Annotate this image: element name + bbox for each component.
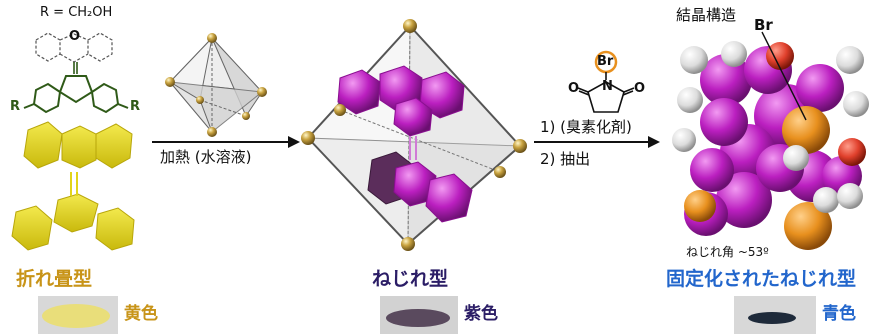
cage-twisted-form: [306, 24, 522, 246]
crystal-structure-model: [672, 31, 869, 250]
twisted-form-title: ねじれ型: [372, 268, 449, 290]
twist-angle-label: ねじれ角 ~53º: [686, 245, 769, 259]
folded-form-structure: [11, 32, 135, 251]
nbs-bromine-label: Br: [597, 54, 614, 69]
cage-vertices: [301, 19, 527, 251]
blue-color-label: 青色: [822, 304, 856, 324]
nbs-oxygen-left: O: [568, 81, 580, 96]
xanthene-oxygen-label: O: [69, 29, 81, 44]
nbs-oxygen-right: O: [634, 81, 646, 96]
folded-hexagon-model: [11, 121, 135, 251]
nbs-nitrogen-label: N: [602, 79, 613, 94]
purple-color-label: 紫色: [464, 304, 498, 324]
substituent-r-right: R: [130, 99, 141, 114]
crystal-structure-label: 結晶構造: [676, 6, 737, 24]
step2-label: 2) 抽出: [540, 150, 591, 168]
yellow-color-label: 黄色: [124, 304, 158, 324]
crystal-bromine-label: Br: [754, 16, 773, 34]
formula-label: R = CH₂OH: [40, 5, 113, 20]
substituent-r-left: R: [10, 99, 21, 114]
fluorene-unit: [32, 75, 120, 114]
folded-form-title: 折れ畳型: [16, 268, 93, 290]
octahedron-small-vertices: [165, 33, 267, 137]
step1-label: 1) (臭素化剤): [540, 118, 632, 136]
sample-powders: [38, 296, 816, 334]
fixed-twisted-form-title: 固定化されたねじれ型: [666, 268, 857, 290]
heating-condition-label: 加熱 (水溶液): [160, 148, 252, 166]
nbs-reagent: [577, 50, 635, 113]
octahedron-small: [168, 36, 264, 133]
